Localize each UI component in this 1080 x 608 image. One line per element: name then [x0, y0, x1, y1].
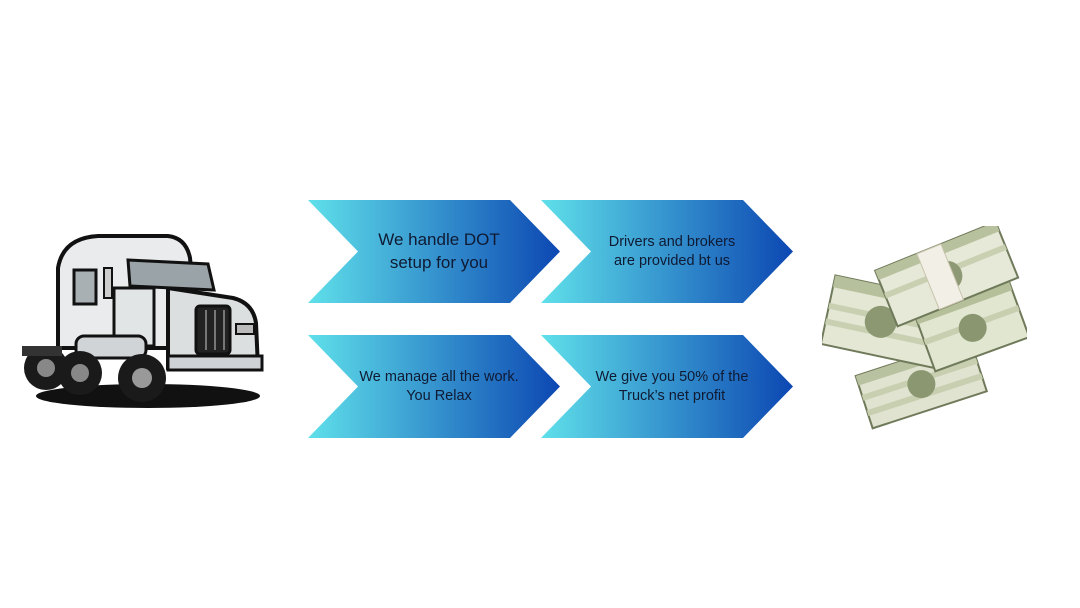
step-4-chevron: We give you 50% of the Truck’s net profi… — [541, 335, 793, 438]
step-1-label: We handle DOT setup for you — [378, 230, 500, 272]
step-3-chevron: We manage all the work. You Relax — [308, 335, 560, 438]
step-2-label: Drivers and brokers are provided bt us — [608, 233, 736, 269]
step-2-chevron: Drivers and brokers are provided bt us — [541, 200, 793, 303]
money-stack-icon — [822, 226, 1027, 430]
step-4-label: We give you 50% of the Truck’s net profi… — [595, 368, 749, 404]
step-3-label: We manage all the work. You Relax — [359, 368, 519, 404]
truck-icon — [22, 234, 264, 408]
step-1-chevron: We handle DOT setup for you — [308, 200, 560, 303]
